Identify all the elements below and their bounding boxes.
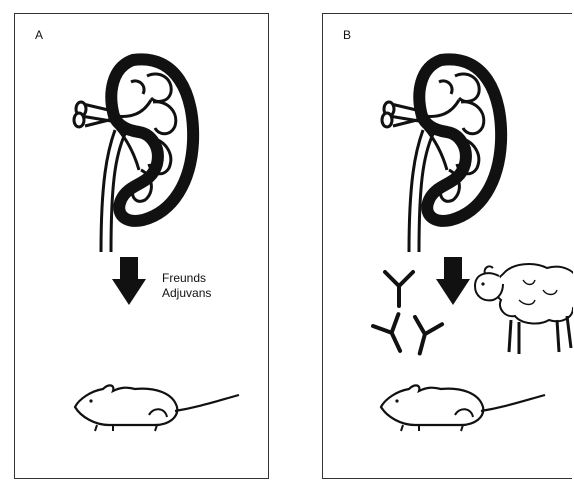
- sheep-icon: [475, 264, 573, 354]
- annotation-line-2: Adjuvans: [162, 286, 211, 301]
- antibody-icon: [406, 317, 442, 357]
- panel-b-illustration: [323, 14, 573, 477]
- rat-icon: [75, 385, 239, 431]
- panel-a: A Freunds Adjuvans: [14, 13, 269, 479]
- down-arrow-icon: [436, 257, 470, 305]
- annotation-line-1: Freunds: [162, 271, 211, 286]
- kidney-icon: [382, 59, 501, 252]
- panel-a-illustration: [15, 14, 267, 477]
- antibody-icon: [373, 314, 413, 357]
- rat-icon: [381, 385, 545, 431]
- down-arrow-icon: [112, 257, 146, 305]
- kidney-icon: [74, 59, 193, 252]
- antibody-icon: [385, 272, 413, 306]
- annotation: Freunds Adjuvans: [162, 271, 211, 301]
- panel-b: B: [322, 13, 572, 479]
